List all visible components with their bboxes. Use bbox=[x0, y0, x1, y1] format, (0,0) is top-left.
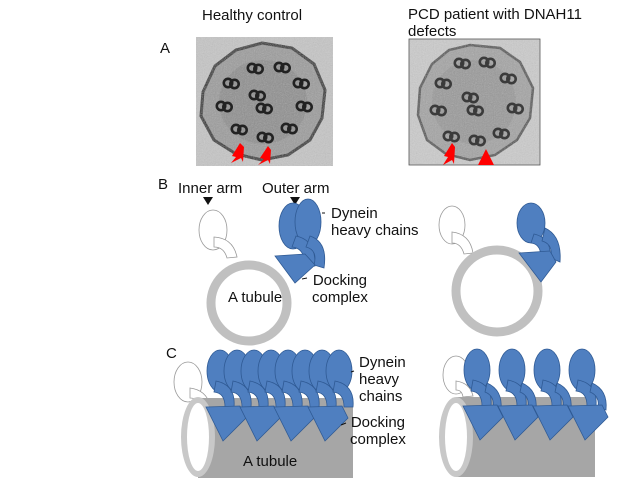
docking-complex bbox=[532, 404, 574, 441]
docking-complex bbox=[497, 404, 539, 441]
outer-dynein-arm bbox=[567, 348, 609, 441]
red-arrowhead bbox=[478, 149, 494, 165]
docking-line2: complex bbox=[312, 289, 368, 306]
docking-complex-shape bbox=[274, 253, 316, 284]
panel-b-pcd-diagram bbox=[438, 202, 561, 337]
outer-arm-pointer-icon bbox=[290, 197, 300, 205]
a-tubule-label-c: A tubule bbox=[243, 453, 298, 470]
dynein-stalk bbox=[332, 380, 354, 408]
dynein-line2: heavy chains bbox=[331, 222, 419, 239]
docking-complex bbox=[307, 405, 349, 442]
dynein-line1: Dynein bbox=[331, 205, 378, 222]
docking-complex bbox=[462, 404, 504, 441]
tem-healthy-image bbox=[196, 37, 333, 166]
healthy-control-title: Healthy control bbox=[202, 7, 303, 24]
outer-arm-label: Outer arm bbox=[262, 180, 330, 197]
docking-complex bbox=[567, 404, 609, 441]
red-arrow-2 bbox=[258, 146, 271, 165]
panel-c-label: C bbox=[166, 345, 177, 362]
dynein-c-line3: chains bbox=[359, 388, 403, 405]
red-arrow-1 bbox=[231, 143, 244, 163]
pcd-title-line1: PCD patient with DNAH11 bbox=[408, 6, 582, 23]
docking-complex-label-c: Docking complex bbox=[350, 414, 406, 448]
pcd-title-line2: defects bbox=[408, 23, 457, 40]
panel-a-label: A bbox=[160, 40, 171, 57]
panel-b-healthy-diagram bbox=[198, 197, 326, 346]
red-arrow-3 bbox=[443, 143, 455, 165]
inner-arm-label: Inner arm bbox=[178, 180, 243, 197]
dynein-heavy-chains-label: Dynein heavy chains bbox=[331, 205, 419, 239]
docking-c-line2: complex bbox=[350, 431, 406, 448]
inner-arm-pointer-icon bbox=[203, 197, 213, 205]
docking-complex-label: Docking complex bbox=[312, 272, 368, 306]
dynein-c-line1: Dynein bbox=[359, 354, 406, 371]
tem-pcd-image bbox=[408, 38, 541, 166]
pcd-patient-title: PCD patient with DNAH11 defects bbox=[408, 6, 582, 40]
panel-c-healthy-diagram bbox=[173, 349, 355, 478]
outer-dynein-arm bbox=[273, 349, 320, 442]
outer-dynein-arm bbox=[462, 348, 504, 441]
docking-line1: Docking bbox=[312, 272, 368, 289]
a-tubule-label-b: A tubule bbox=[228, 289, 283, 306]
a-tubule-ring bbox=[206, 260, 292, 346]
dynein-c-line2: heavy bbox=[359, 371, 400, 388]
panel-b-label: B bbox=[158, 176, 169, 193]
panel-c-pcd-diagram bbox=[439, 348, 609, 477]
outer-dynein-arm bbox=[532, 348, 574, 441]
dynein-heavy-chains-label-c: Dynein heavy chains bbox=[359, 354, 406, 405]
outer-dynein-arm bbox=[497, 348, 539, 441]
outer-dynein-arm bbox=[307, 349, 354, 442]
docking-c-line1: Docking bbox=[350, 414, 406, 431]
